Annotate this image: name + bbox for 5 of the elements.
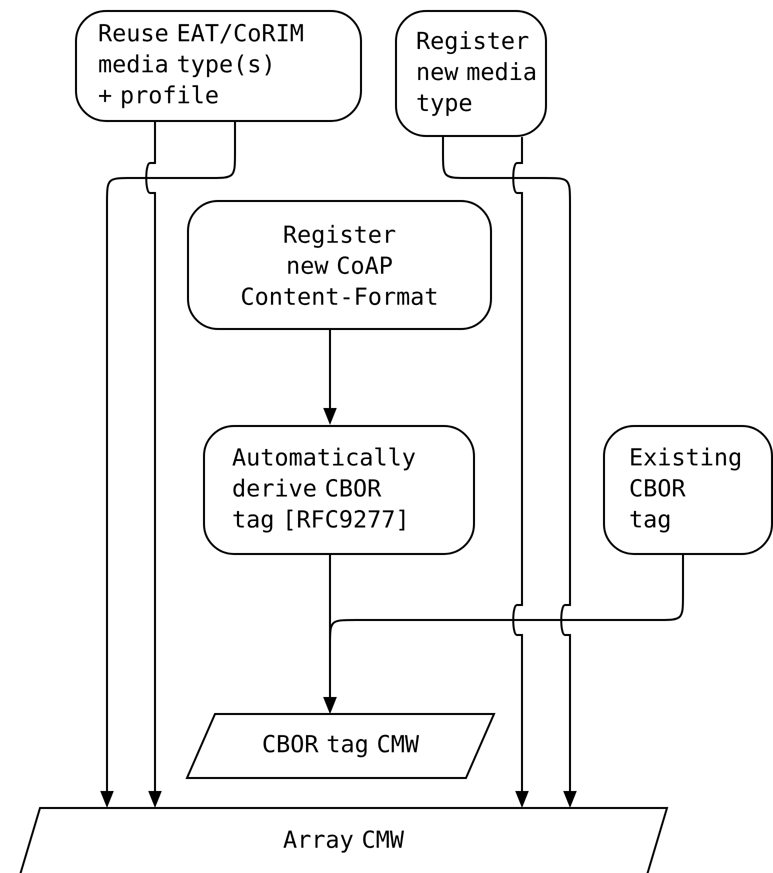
rounded-box: Register new CoAP Content-Format: [187, 200, 492, 330]
rounded-box: Register new media type: [395, 10, 547, 137]
rounded-box: Reuse EAT/CoRIM media type(s) + profile: [75, 10, 362, 122]
rounded-box: Automatically derive CBOR tag [RFC9277]: [203, 425, 475, 555]
rounded-box: Existing CBOR tag: [603, 425, 773, 555]
